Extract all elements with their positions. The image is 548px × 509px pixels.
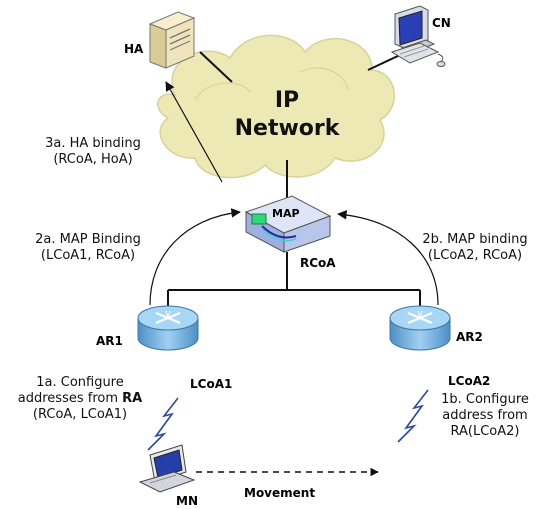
cn-computer-icon	[390, 5, 446, 67]
step-1b-label: 1b. Configure address from RA(LCoA2)	[430, 392, 540, 440]
step-1a-line3: (RCoA, LCoA1)	[32, 407, 128, 422]
map-router-icon	[244, 195, 332, 253]
step-2b-label: 2b. MAP binding (LCoA2, RCoA)	[404, 232, 546, 264]
map-binding-arrow-left	[149, 208, 241, 306]
map-label: MAP	[272, 207, 300, 220]
step-2b-line2: (LCoA2, RCoA)	[427, 248, 523, 263]
step-3a-line2: (RCoA, HoA)	[53, 152, 133, 167]
lcoa2-label: LCoA2	[448, 374, 491, 388]
cloud-title-line2: Network	[234, 116, 340, 141]
wireless-link-ar1-icon	[147, 397, 179, 451]
movement-label: Movement	[244, 486, 316, 500]
lcoa1-label: LCoA1	[190, 377, 233, 391]
step-2a-line1: 2a. MAP Binding	[35, 232, 141, 247]
cn-cloud-link	[367, 54, 401, 71]
ha-cloud-link	[199, 51, 233, 83]
ha-server-icon	[148, 11, 196, 69]
cloud-title-line1: IP	[274, 88, 300, 113]
step-1a-line1: 1a. Configure	[36, 375, 124, 390]
ha-label: HA	[124, 42, 144, 56]
mn-label: MN	[176, 494, 198, 508]
step-1b-line2: address from	[442, 408, 528, 423]
step-1a-label: 1a. Configure addresses from RA (RCoA, L…	[12, 375, 148, 423]
mn-laptop-icon	[138, 444, 196, 493]
step-2b-line1: 2b. MAP binding	[422, 232, 528, 247]
step-3a-label: 3a. HA binding (RCoA, HoA)	[28, 136, 158, 168]
map-binding-arrow-right	[337, 210, 439, 306]
step-1b-line1: 1b. Configure	[441, 392, 529, 407]
step-3a-line1: 3a. HA binding	[45, 136, 141, 151]
step-1b-line3: RA(LCoA2)	[450, 424, 520, 439]
step-2a-line2: (LCoA1, RCoA)	[40, 248, 136, 263]
ha-binding-arrow	[165, 81, 223, 183]
ar1-label: AR1	[96, 334, 123, 348]
step-1a-line2-prefix: addresses from	[17, 391, 123, 406]
ar1-router-icon	[137, 305, 199, 351]
ip-network-cloud	[157, 34, 395, 179]
ar2-label: AR2	[456, 330, 483, 344]
step-1a-line2: addresses from RA	[12, 391, 148, 407]
cn-label: CN	[432, 16, 451, 30]
ar2-router-icon	[389, 305, 451, 351]
wireless-link-ar2-icon	[397, 389, 429, 443]
step-1a-ra: RA	[122, 391, 143, 406]
step-2a-label: 2a. MAP Binding (LCoA1, RCoA)	[18, 232, 158, 264]
rcoa-label: RCoA	[300, 256, 336, 270]
